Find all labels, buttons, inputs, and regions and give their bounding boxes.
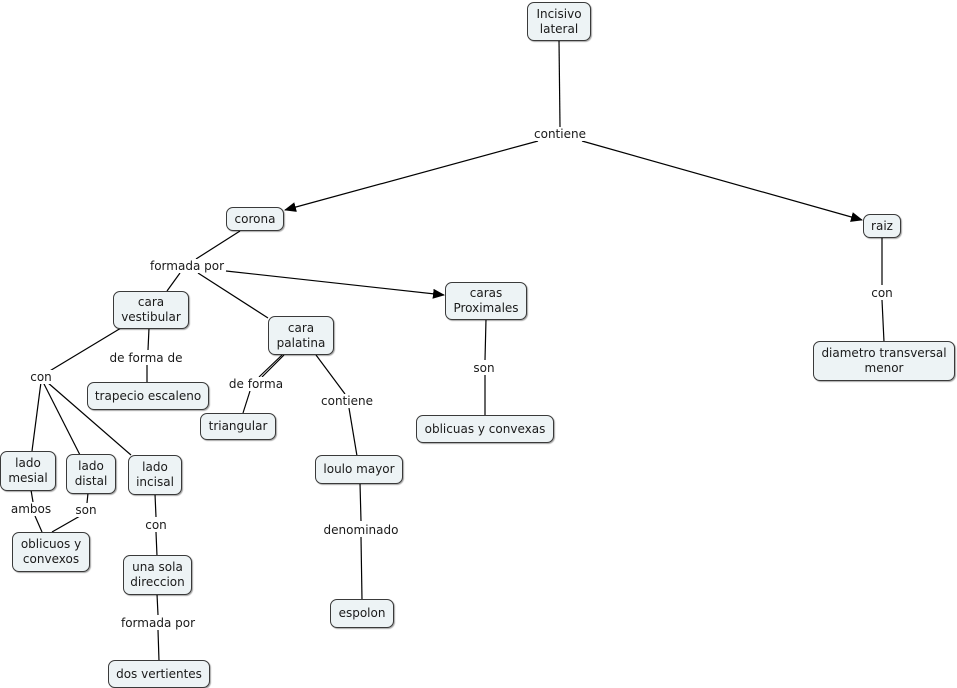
edge-vestibular-con bbox=[47, 327, 122, 373]
link-de-forma[interactable]: de forma bbox=[227, 377, 285, 391]
edge-contiene-loulo bbox=[348, 407, 358, 457]
edge-palatina-deforma bbox=[261, 354, 285, 378]
node-trapecio-escaleno[interactable]: trapecio escaleno bbox=[87, 382, 209, 410]
edge-mesial-ambos bbox=[30, 489, 34, 503]
edge-palatina-contiene bbox=[315, 354, 346, 395]
link-formada-por-2[interactable]: formada por bbox=[119, 616, 197, 630]
edge-unasola-formada bbox=[156, 593, 159, 616]
node-cara-vestibular[interactable]: cara vestibular bbox=[113, 291, 189, 329]
edge-denominado-espolon bbox=[360, 536, 363, 601]
link-denominado[interactable]: denominado bbox=[322, 523, 400, 537]
edge-palatina-deforma-2 bbox=[258, 354, 283, 378]
edge-ambos-oblicuos bbox=[34, 515, 43, 533]
link-con-incisal[interactable]: con bbox=[144, 518, 168, 532]
node-incisivo-lateral[interactable]: Incisivo lateral bbox=[527, 2, 591, 41]
node-lado-distal[interactable]: lado distal bbox=[66, 454, 116, 494]
edge-con-mesial bbox=[31, 381, 42, 452]
node-lado-mesial[interactable]: lado mesial bbox=[0, 451, 56, 491]
link-formada-por[interactable]: formada por bbox=[148, 259, 226, 273]
node-oblicuas-convexas[interactable]: oblicuas y convexas bbox=[416, 415, 554, 443]
edge-contiene-corona bbox=[284, 140, 539, 212]
node-caras-proximales[interactable]: caras Proximales bbox=[445, 282, 527, 320]
edge-formada-proximales bbox=[225, 270, 445, 299]
edge-son-oblicuos bbox=[51, 515, 81, 533]
node-loulo-mayor[interactable]: loulo mayor bbox=[315, 455, 403, 484]
edge-formada-palatina bbox=[197, 272, 269, 319]
node-corona[interactable]: corona bbox=[226, 207, 284, 231]
edge-loulo-denominado bbox=[359, 482, 362, 522]
node-oblicuos-convexos[interactable]: oblicuos y convexos bbox=[12, 532, 90, 572]
node-diametro-transversal[interactable]: diametro transversal menor bbox=[813, 341, 955, 381]
node-triangular[interactable]: triangular bbox=[200, 413, 276, 440]
link-son-distal[interactable]: son bbox=[74, 503, 98, 517]
link-con-raiz[interactable]: con bbox=[870, 286, 894, 300]
link-contiene[interactable]: contiene bbox=[533, 127, 587, 141]
edge-con-distal bbox=[42, 381, 81, 456]
link-con-vestibular[interactable]: con bbox=[29, 370, 53, 384]
edge-vestibular-deforma bbox=[147, 327, 150, 351]
link-de-forma-de[interactable]: de forma de bbox=[108, 351, 184, 365]
edge-distal-son bbox=[86, 492, 89, 504]
edge-con-diametro bbox=[881, 299, 885, 343]
edge-con-incisal bbox=[46, 381, 132, 456]
node-dos-vertientes[interactable]: dos vertientes bbox=[108, 660, 210, 688]
node-cara-palatina[interactable]: cara palatina bbox=[268, 316, 334, 355]
node-una-sola-direccion[interactable]: una sola direccion bbox=[123, 555, 192, 595]
edge-incisal-con bbox=[154, 493, 157, 518]
edge-formada-dosvertientes bbox=[157, 629, 160, 662]
link-ambos[interactable]: ambos bbox=[9, 502, 53, 516]
edge-incisivo-contiene bbox=[558, 39, 561, 128]
node-raiz[interactable]: raiz bbox=[863, 214, 901, 238]
edge-proximales-son bbox=[484, 318, 487, 361]
link-son-proximales[interactable]: son bbox=[472, 361, 496, 375]
edge-con-unasola bbox=[155, 531, 158, 557]
node-lado-incisal[interactable]: lado incisal bbox=[128, 455, 182, 495]
edge-formada-vestibular bbox=[166, 272, 181, 292]
edge-contiene-raiz bbox=[581, 140, 863, 222]
node-espolon[interactable]: espolon bbox=[330, 599, 394, 628]
edge-deforma-triangular bbox=[242, 390, 251, 414]
link-contiene-palatina[interactable]: contiene bbox=[320, 394, 374, 408]
edge-corona-formada bbox=[195, 230, 241, 260]
